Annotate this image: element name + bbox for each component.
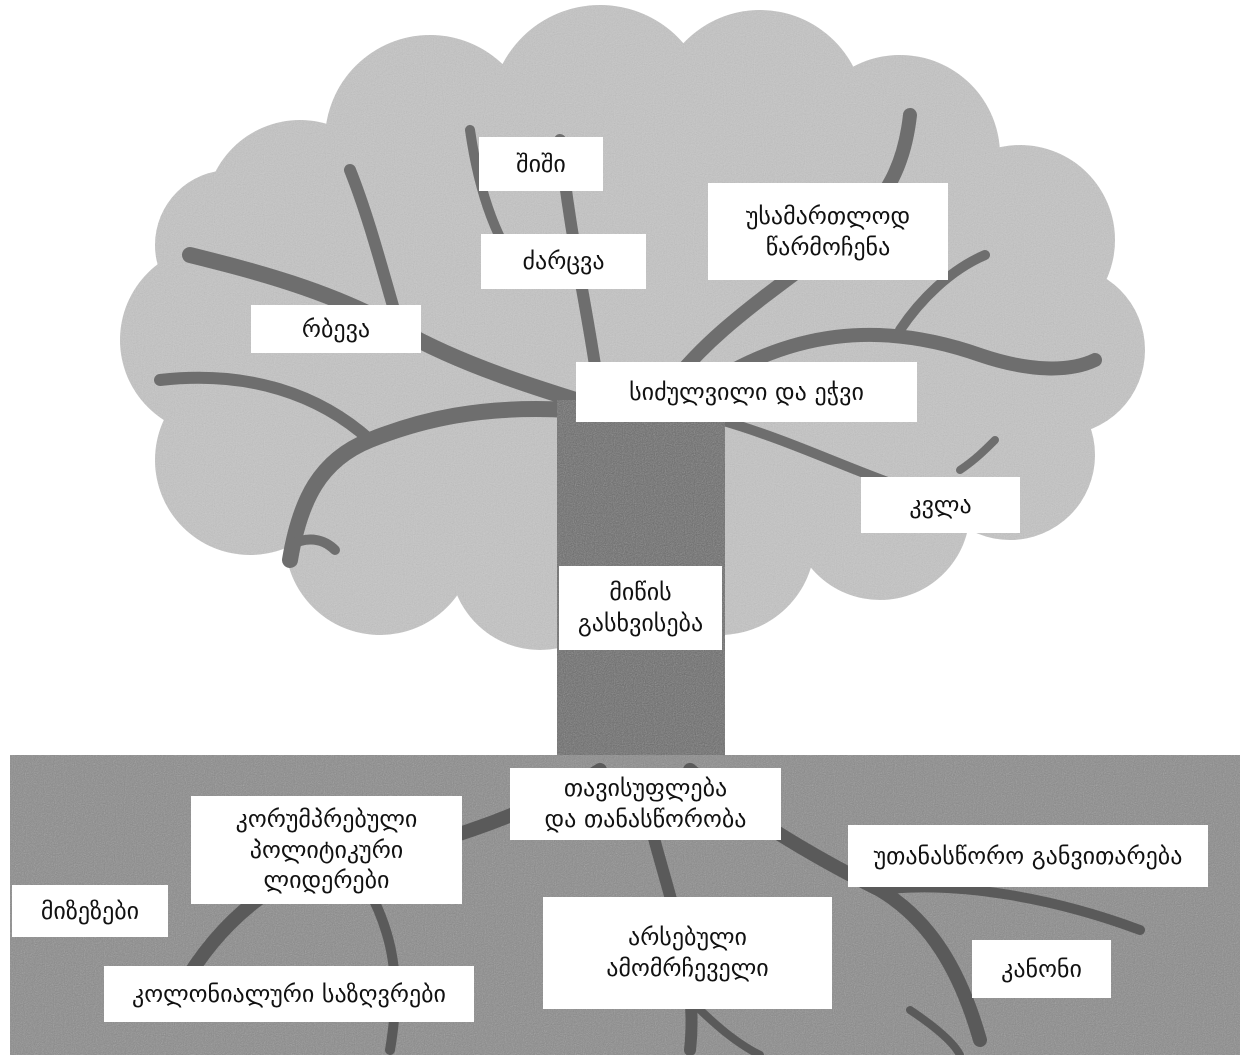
- leaf-label-looting: ძარცვა: [481, 234, 646, 289]
- root-label-existing-electorate: არსებული ამომრჩეველი: [543, 897, 832, 1009]
- root-label-freedom-equality: თავისუფლება და თანასწორობა: [510, 768, 781, 840]
- root-label-uneven-development: უთანასწორო განვითარება: [848, 825, 1208, 887]
- trunk-label-land-disputes: მიწის გასხვისება: [559, 566, 722, 650]
- leaf-label-hatred-and-doubt: სიძულვილი და ეჭვი: [576, 362, 917, 422]
- leaf-label-fear: შიში: [479, 137, 603, 191]
- root-label-causes: მიზეზები: [12, 885, 168, 937]
- root-label-law: კანონი: [972, 940, 1111, 998]
- leaf-label-robbery: რბევა: [251, 305, 421, 353]
- leaf-label-killing: კვლა: [861, 477, 1020, 533]
- root-label-colonial-borders: კოლონიალური საზღვრები: [104, 966, 474, 1022]
- root-label-corrupt-leaders: კორუმპრებული პოლიტიკური ლიდერები: [191, 796, 462, 904]
- leaf-label-unjust-prosecution: უსამართლოდ წარმოჩენა: [708, 183, 948, 280]
